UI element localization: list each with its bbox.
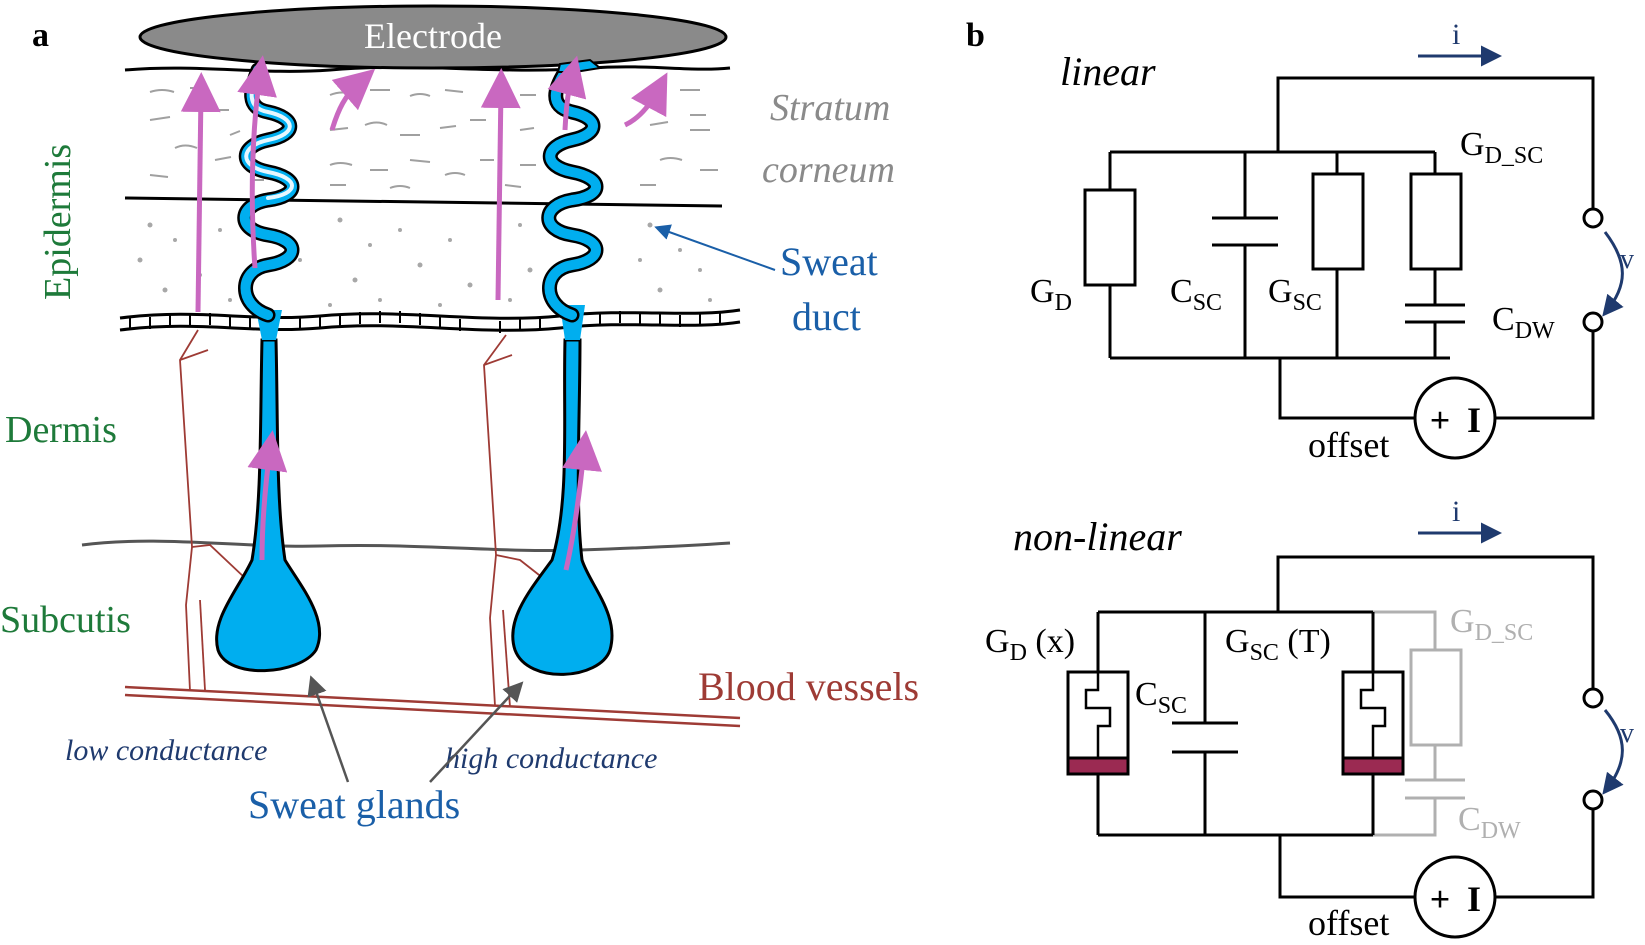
- nonlinear-voltage-label: v: [1620, 718, 1634, 749]
- nonlinear-offset-label: offset: [1308, 903, 1389, 943]
- subcutis-label: Subcutis: [0, 599, 131, 641]
- nonlinear-terminal-bottom[interactable]: [1582, 789, 1604, 811]
- nonlinear-csc-label: CSC: [1135, 676, 1187, 719]
- linear-gdsc-resistor: [1409, 172, 1463, 271]
- stratum-label-line1: Stratum: [770, 87, 890, 129]
- linear-title: linear: [1060, 49, 1156, 94]
- nonlinear-circuit: non-linear: [1013, 514, 1604, 939]
- current-arrow-8: [562, 430, 602, 571]
- linear-offset-label: offset: [1308, 425, 1389, 465]
- sweat-glands-label: Sweat glands: [248, 782, 460, 827]
- panel-a-label: a: [32, 17, 49, 54]
- linear-offset-source: [1413, 376, 1497, 460]
- linear-gd-resistor: [1083, 188, 1137, 287]
- nonlinear-gd-label: GD (x): [985, 623, 1075, 666]
- panel-b: b linear: [966, 17, 1634, 943]
- linear-gsc-resistor: [1311, 172, 1365, 271]
- current-arrow-2: [237, 55, 277, 269]
- stratum-label-line2: corneum: [762, 149, 895, 191]
- electrode-label: Electrode: [364, 16, 502, 56]
- current-arrow-3: [329, 68, 376, 131]
- gland-pointer-left: [307, 675, 350, 783]
- linear-offset-minus: I: [1467, 400, 1481, 440]
- epidermis-texture: [137, 217, 712, 307]
- nonlinear-gdsc-branch: [1373, 610, 1465, 837]
- nonlinear-labels: i v + I offset GD (x) CSC GSC (T) GD_SC …: [985, 495, 1634, 943]
- high-conductance-label: high conductance: [445, 742, 657, 775]
- nonlinear-current-label: i: [1452, 495, 1460, 528]
- stratum-corneum-boundary: [124, 196, 723, 208]
- current-arrow-1: [180, 72, 221, 313]
- nonlinear-voltage-arrow: [1602, 709, 1624, 795]
- linear-cdw-capacitor: [1405, 303, 1465, 324]
- capillaries: [179, 329, 549, 708]
- electrode: [138, 4, 728, 70]
- epidermis-label: Epidermis: [37, 144, 79, 300]
- nonlinear-offset-minus: I: [1467, 879, 1481, 919]
- blood-vessel-main: [124, 685, 741, 728]
- nonlinear-cdw-capacitor: [1405, 778, 1465, 800]
- linear-csc-label: CSC: [1170, 273, 1222, 316]
- sweat-duct-label-line1: Sweat: [780, 239, 878, 284]
- linear-cdw-label: CDW: [1492, 301, 1555, 344]
- nonlinear-gdsc-label: GD_SC: [1450, 603, 1533, 646]
- nonlinear-gsc-label: GSC (T): [1225, 623, 1331, 666]
- linear-terminal-bottom[interactable]: [1582, 311, 1604, 333]
- linear-terminal-top[interactable]: [1582, 207, 1604, 229]
- current-arrow-4: [480, 68, 521, 301]
- nonlinear-terminal-top[interactable]: [1582, 687, 1604, 709]
- linear-voltage-label: v: [1620, 244, 1634, 275]
- nonlinear-title: non-linear: [1013, 514, 1182, 559]
- current-arrow-6: [623, 72, 668, 128]
- nonlinear-offset-source: [1413, 855, 1497, 939]
- nonlinear-offset-plus: +: [1430, 879, 1451, 919]
- linear-circuit: linear: [1060, 49, 1604, 460]
- dermis-label: Dermis: [5, 409, 117, 451]
- gland-pointer-right: [429, 681, 524, 783]
- nonlinear-cdw-label: CDW: [1458, 801, 1521, 844]
- sweat-gland-right: [511, 58, 614, 676]
- sweat-duct-pointer: [654, 224, 776, 271]
- stratum-corneum-texture: [149, 87, 718, 189]
- sweat-duct-label-line2: duct: [792, 294, 861, 339]
- panel-a: a: [0, 4, 919, 827]
- sweat-gland-left: [215, 62, 322, 673]
- nonlinear-csc-capacitor: [1172, 721, 1238, 754]
- linear-csc-capacitor: [1212, 216, 1278, 247]
- linear-current-label: i: [1452, 18, 1460, 51]
- linear-gd-label: GD: [1030, 273, 1072, 316]
- nonlinear-gdsc-resistor: [1409, 648, 1463, 747]
- panel-b-label: b: [966, 17, 985, 54]
- blood-vessels-label: Blood vessels: [698, 664, 919, 709]
- current-arrow-5: [547, 55, 587, 131]
- linear-labels: i v + I offset GD CSC GSC GD_SC CDW: [1030, 18, 1634, 465]
- linear-voltage-arrow: [1602, 231, 1624, 317]
- low-conductance-label: low conductance: [65, 734, 267, 767]
- linear-gdsc-label: GD_SC: [1460, 126, 1543, 169]
- subcutis-boundary: [81, 539, 731, 553]
- linear-offset-plus: +: [1430, 400, 1451, 440]
- basement-membrane: [119, 308, 741, 333]
- linear-gsc-label: GSC: [1268, 273, 1322, 316]
- current-arrow-7: [247, 430, 288, 561]
- current-flow-arrows: [180, 55, 668, 571]
